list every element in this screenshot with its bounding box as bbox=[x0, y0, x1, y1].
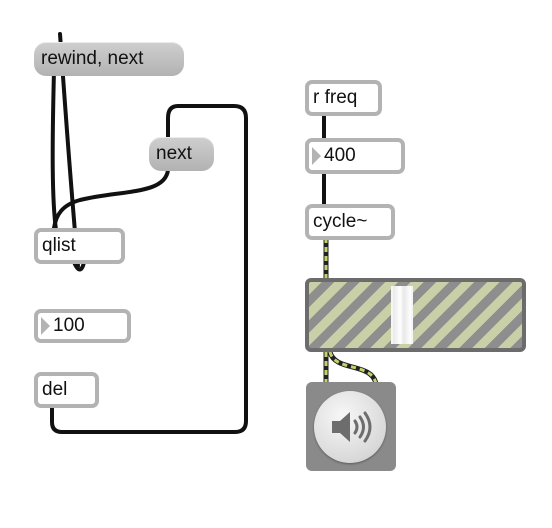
ezdac-speaker[interactable] bbox=[306, 382, 396, 471]
freq-number-box[interactable]: 400 bbox=[305, 138, 405, 174]
number-triangle-icon bbox=[312, 147, 321, 165]
qlist-label: qlist bbox=[42, 235, 76, 256]
qlist-number-value: 100 bbox=[53, 315, 85, 336]
cycle-oscillator-object[interactable]: cycle~ bbox=[305, 204, 395, 240]
receive-freq-object[interactable]: r freq bbox=[305, 80, 382, 116]
cord-next-to-qlist bbox=[52, 168, 170, 230]
freq-number-value: 400 bbox=[324, 145, 356, 166]
next-message[interactable]: next bbox=[149, 137, 214, 171]
rewind-next-message-label: rewind, next bbox=[41, 48, 144, 69]
next-message-label: next bbox=[156, 143, 192, 164]
gain-slider-knob[interactable] bbox=[391, 286, 413, 344]
rewind-next-message[interactable]: rewind, next bbox=[34, 42, 184, 76]
gain-slider[interactable] bbox=[305, 278, 526, 352]
cycle-oscillator-label: cycle~ bbox=[313, 211, 368, 232]
delay-object[interactable]: del bbox=[34, 372, 99, 408]
qlist-number-box[interactable]: 100 bbox=[34, 309, 131, 343]
cord-del-to-next bbox=[50, 104, 248, 434]
delay-label: del bbox=[42, 379, 68, 400]
cord-rewind-to-qlist bbox=[50, 68, 58, 232]
number-triangle-icon bbox=[41, 317, 50, 335]
qlist-object[interactable]: qlist bbox=[34, 228, 125, 264]
receive-freq-label: r freq bbox=[313, 87, 358, 108]
speaker-icon bbox=[332, 411, 372, 443]
ezdac-button[interactable] bbox=[314, 391, 386, 463]
